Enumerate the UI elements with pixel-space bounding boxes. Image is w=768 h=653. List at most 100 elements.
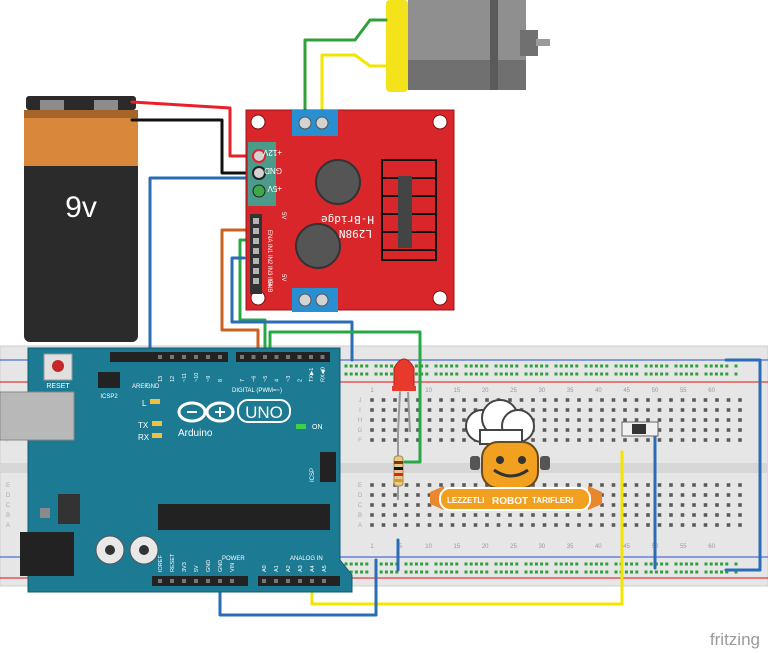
breadboard-hole	[646, 398, 650, 402]
rail-hole	[434, 364, 438, 368]
breadboard-hole	[577, 513, 581, 517]
breadboard-hole	[623, 483, 627, 487]
rail-hole	[499, 562, 503, 566]
header-socket	[286, 355, 290, 359]
rail-hole	[654, 364, 658, 368]
rail-hole	[600, 570, 604, 574]
breadboard-hole	[577, 438, 581, 442]
rail-hole	[635, 372, 639, 376]
rail-hole	[725, 364, 729, 368]
breadboard-hole	[634, 483, 639, 487]
breadboard-hole	[416, 428, 420, 432]
breadboard-hole	[611, 418, 616, 422]
breadboard-hole	[657, 428, 662, 432]
breadboard-hole	[611, 483, 616, 487]
rail-hole	[499, 364, 503, 368]
rail-hole	[614, 570, 618, 574]
rail-hole	[635, 364, 639, 368]
pin-label: 8	[218, 379, 224, 382]
header-socket	[230, 579, 234, 583]
pin-label: 12	[170, 376, 176, 382]
breadboard-hole	[393, 408, 397, 412]
breadboard-hole	[416, 438, 420, 442]
breadboard-hole	[611, 438, 616, 442]
breadboard-hole	[738, 523, 742, 527]
rail-hole	[704, 364, 708, 368]
rail-hole	[690, 570, 694, 574]
rail-hole	[379, 372, 383, 376]
breadboard-hole	[669, 503, 673, 507]
breadboard-hole	[680, 493, 685, 497]
rail-hole	[554, 570, 558, 574]
rail-hole	[589, 562, 593, 566]
breadboard-hole	[692, 408, 696, 412]
rail-hole	[439, 562, 443, 566]
rail-hole	[469, 364, 473, 368]
rail-hole	[649, 372, 653, 376]
rail-hole	[504, 562, 508, 566]
breadboard-hole	[611, 523, 616, 527]
breadboard-hole	[404, 408, 409, 412]
rail-hole	[420, 570, 424, 574]
column-number: 1	[370, 388, 374, 394]
breadboard-hole	[462, 418, 466, 422]
breadboard-hole	[692, 483, 696, 487]
rail-hole	[635, 562, 639, 566]
breadboard-hole	[416, 483, 420, 487]
rail-hole	[684, 562, 688, 566]
breadboard-hole	[715, 428, 719, 432]
rail-hole	[455, 364, 459, 368]
rail-hole	[425, 372, 429, 376]
rail-hole	[570, 570, 574, 574]
breadboard-hole	[370, 523, 374, 527]
rail-hole	[644, 562, 648, 566]
breadboard-hole	[588, 523, 593, 527]
rail-hole	[704, 562, 708, 566]
breadboard-hole	[623, 418, 627, 422]
rail-hole	[515, 562, 519, 566]
row-letter: A	[358, 523, 362, 529]
breadboard-hole	[726, 523, 731, 527]
column-number: 60	[708, 544, 715, 550]
rail-hole	[679, 372, 683, 376]
breadboard-hole	[738, 483, 742, 487]
header-socket	[158, 579, 162, 583]
column-number: 1	[370, 544, 374, 550]
breadboard-hole	[542, 408, 547, 412]
breadboard-hole	[600, 503, 604, 507]
column-number: 35	[567, 544, 574, 550]
rail-hole	[464, 364, 468, 368]
logo-text-b: ROBOT	[492, 496, 528, 507]
rail-hole	[630, 364, 634, 368]
header-socket	[274, 355, 279, 359]
breadboard-hole	[473, 398, 478, 402]
rail-hole	[474, 570, 478, 574]
rail-hole	[554, 364, 558, 368]
column-number: 20	[482, 388, 489, 394]
breadboard-hole	[692, 438, 696, 442]
rail-hole	[600, 364, 604, 368]
breadboard-hole	[473, 408, 478, 412]
driver-pin-gnd: GND	[264, 166, 282, 175]
pin-label: A0	[262, 565, 268, 572]
pin-label: ~11	[182, 373, 188, 382]
breadboard-hole	[439, 418, 443, 422]
column-number: 10	[425, 388, 432, 394]
rail-hole	[384, 372, 388, 376]
rail-hole	[455, 570, 459, 574]
rail-hole	[624, 372, 628, 376]
rail-hole	[529, 372, 533, 376]
rail-hole	[684, 364, 688, 368]
row-letter: G	[358, 428, 363, 434]
rail-hole	[365, 364, 369, 368]
breadboard-hole	[427, 408, 432, 412]
logo-text-c: TARIFLERI	[532, 496, 573, 505]
rail-hole	[649, 364, 653, 368]
breadboard-hole	[450, 438, 455, 442]
rail-hole	[414, 364, 418, 368]
breadboard-hole	[692, 493, 696, 497]
rail-hole	[374, 372, 378, 376]
breadboard-hole	[623, 493, 627, 497]
